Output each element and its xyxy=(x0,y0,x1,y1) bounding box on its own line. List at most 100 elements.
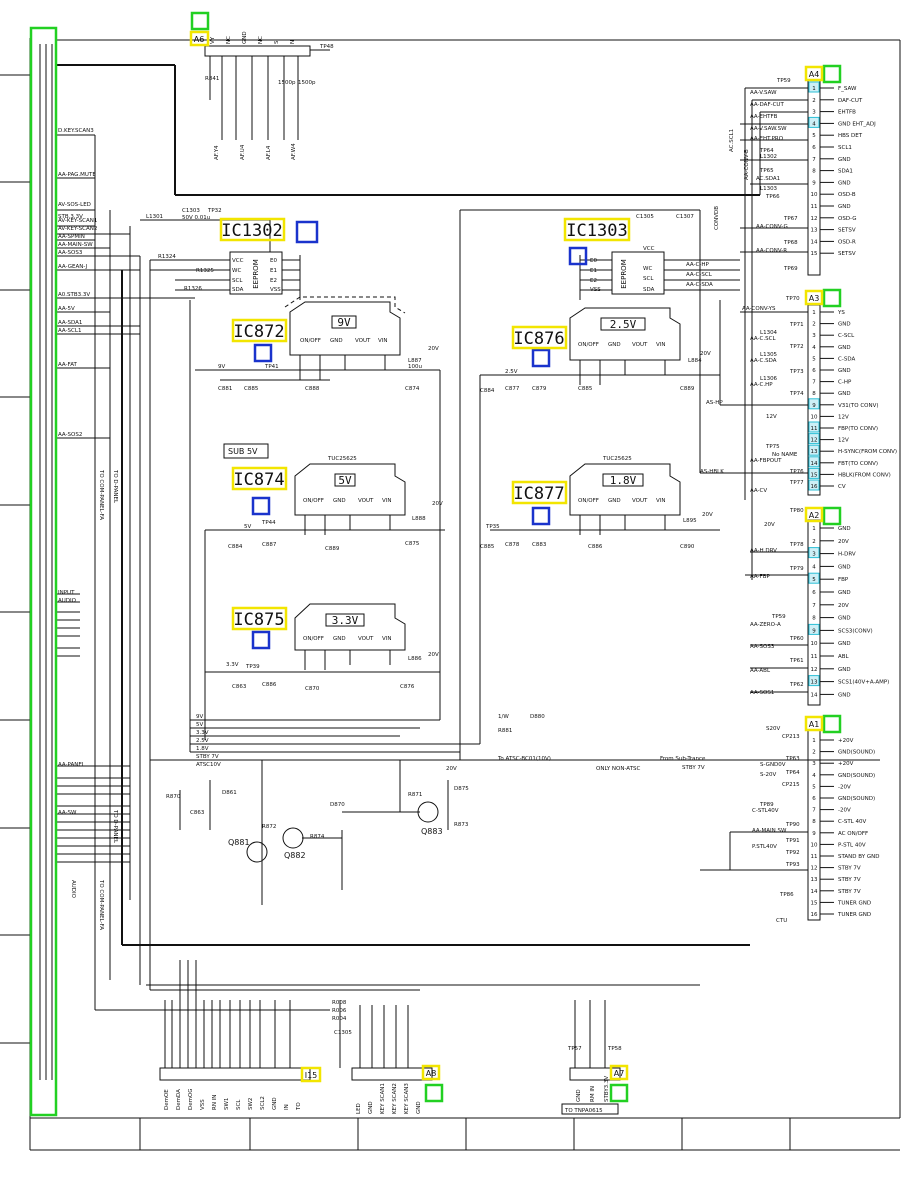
svg-text:1/W: 1/W xyxy=(498,714,509,720)
svg-text:C886: C886 xyxy=(588,544,603,550)
ic877-blue-marker xyxy=(531,506,551,526)
a3-pin-label: C-SCL xyxy=(838,333,855,339)
a3-pin-number: 12 xyxy=(811,438,818,444)
a8-pin-label: KEY SCAN2 xyxy=(392,1083,398,1114)
a2-pin-label: GND xyxy=(838,667,851,673)
svg-text:3.3V: 3.3V xyxy=(196,730,209,736)
svg-text:AF.L4: AF.L4 xyxy=(266,145,272,160)
svg-text:9V: 9V xyxy=(218,364,225,370)
ic874-blue-marker xyxy=(251,496,271,516)
ic872-voltage: 9V xyxy=(337,316,351,329)
ic872-label-box: IC872 xyxy=(231,318,288,343)
frame xyxy=(0,38,901,1151)
a3-pin-number: 5 xyxy=(812,356,816,362)
svg-text:TP35: TP35 xyxy=(485,524,500,530)
a2-pin-label: SCS3(CONV) xyxy=(838,628,873,634)
ic874-voltage: 5V xyxy=(338,474,352,487)
svg-text:TP80: TP80 xyxy=(789,508,804,514)
a1-pin-label: STBY 7V xyxy=(838,889,861,895)
svg-text:R1324: R1324 xyxy=(158,254,176,260)
bottom-left-pin-label: DemDA xyxy=(176,1089,182,1110)
svg-text:L888: L888 xyxy=(412,516,426,522)
svg-text:C883: C883 xyxy=(532,542,547,548)
svg-text:SCL: SCL xyxy=(643,276,654,282)
a2-pin-number: 1 xyxy=(812,526,816,532)
ic1302-label: IC1302 xyxy=(221,221,282,241)
svg-text:C884: C884 xyxy=(480,388,495,394)
svg-text:AA-H.DRV: AA-H.DRV xyxy=(750,548,777,554)
svg-text:TP65: TP65 xyxy=(759,168,774,174)
svg-text:5V: 5V xyxy=(244,524,251,530)
ic877-part: TUC25625 xyxy=(602,456,632,462)
bottom-connector-a8: R008 R006 R004 C1305 xyxy=(332,1000,433,1081)
svg-text:L1302: L1302 xyxy=(760,154,777,160)
a3-pin-label: 12V xyxy=(838,438,849,444)
ic876-blue-marker xyxy=(531,348,551,368)
svg-text:TP44: TP44 xyxy=(261,520,276,526)
left-net-label: AA-MAIN-SW xyxy=(58,242,93,248)
a4-pin-number: 7 xyxy=(812,157,816,163)
svg-text:TP72: TP72 xyxy=(789,344,804,350)
svg-text:C878: C878 xyxy=(505,542,520,548)
a4-pin-number: 3 xyxy=(812,110,816,116)
a1-pin-label: TUNER GND xyxy=(837,900,871,906)
svg-text:C886: C886 xyxy=(262,682,277,688)
svg-text:12V: 12V xyxy=(766,414,777,420)
svg-text:C885: C885 xyxy=(578,386,593,392)
a3-pin-number: 15 xyxy=(811,472,818,478)
a1-pin-number: 9 xyxy=(812,831,816,837)
a2-pin-label: FBP xyxy=(838,577,849,583)
connector-a6: TP48 AF.Y4 AF.U4 AF.L4 AF.W4 R841 1500p … xyxy=(204,44,334,160)
a3-pin-number: 2 xyxy=(812,322,816,328)
svg-text:TP58: TP58 xyxy=(607,1046,622,1052)
a4-pin-label: OSD-B xyxy=(838,192,856,198)
a1-pin-number: 8 xyxy=(812,819,816,825)
q881-label: Q881 xyxy=(228,838,250,847)
ic1303-label: IC1303 xyxy=(566,221,627,241)
a3-pin-label: GND xyxy=(838,345,851,351)
a1-label-box: A1 xyxy=(804,715,824,732)
a3-pin-number: 13 xyxy=(811,449,818,455)
left-net-label: AV-SOS-LED xyxy=(58,202,91,208)
a3-pin-number: 3 xyxy=(812,333,816,339)
svg-text:TP64: TP64 xyxy=(785,770,800,776)
svg-text:D880: D880 xyxy=(530,714,545,720)
a4-pin-label: DAF-CUT xyxy=(838,98,863,104)
svg-text:AA-FBP: AA-FBP xyxy=(750,574,770,580)
svg-text:ON/OFF: ON/OFF xyxy=(303,498,324,504)
a1-pin-number: 11 xyxy=(811,854,818,860)
svg-text:TP77: TP77 xyxy=(789,480,804,486)
svg-text:L887: L887 xyxy=(408,358,422,364)
svg-text:AA-CONV-YS: AA-CONV-YS xyxy=(742,306,776,312)
a1-pin-label: GND(SOUND) xyxy=(838,773,875,779)
a3-pin-highlight xyxy=(808,467,820,479)
svg-text:VOUT: VOUT xyxy=(358,636,374,642)
svg-text:AA-EHT.PRO: AA-EHT.PRO xyxy=(750,136,784,142)
svg-text:20V: 20V xyxy=(432,501,443,507)
a2-pin-number: 13 xyxy=(811,680,818,686)
a1-pin-label: +20V xyxy=(838,761,854,767)
a6-label-box: A6 xyxy=(189,30,210,47)
a3-pin-highlight xyxy=(808,421,820,433)
a2-pin-label: GND xyxy=(838,590,851,596)
a2-pin-label: ABL xyxy=(838,654,850,660)
a1-pin-number: 16 xyxy=(811,912,818,918)
ic875-label: IC875 xyxy=(233,610,284,630)
a3-pin-label: FBP(TO CONV) xyxy=(838,426,878,432)
a2-pin-label: H-DRV xyxy=(838,552,856,558)
a2-pin-number: 14 xyxy=(811,692,818,698)
to-tnpa-label: TO TNPA0615 xyxy=(564,1108,603,1114)
to-atsc-note: To ATSC-BC01(10V) xyxy=(497,756,551,762)
a8-pin-label: LED xyxy=(356,1103,362,1114)
to-d-panel-label-upper: TO D-PANEL xyxy=(112,469,118,504)
a4-pin-label: GND xyxy=(838,204,851,210)
svg-text:AA-V.SAW: AA-V.SAW xyxy=(750,90,777,96)
svg-text:AA-ABL: AA-ABL xyxy=(750,668,771,674)
svg-text:TP71: TP71 xyxy=(789,322,804,328)
a1-pin-number: 6 xyxy=(812,796,816,802)
ic875-blue-marker xyxy=(251,630,271,650)
svg-text:GND: GND xyxy=(608,342,621,348)
